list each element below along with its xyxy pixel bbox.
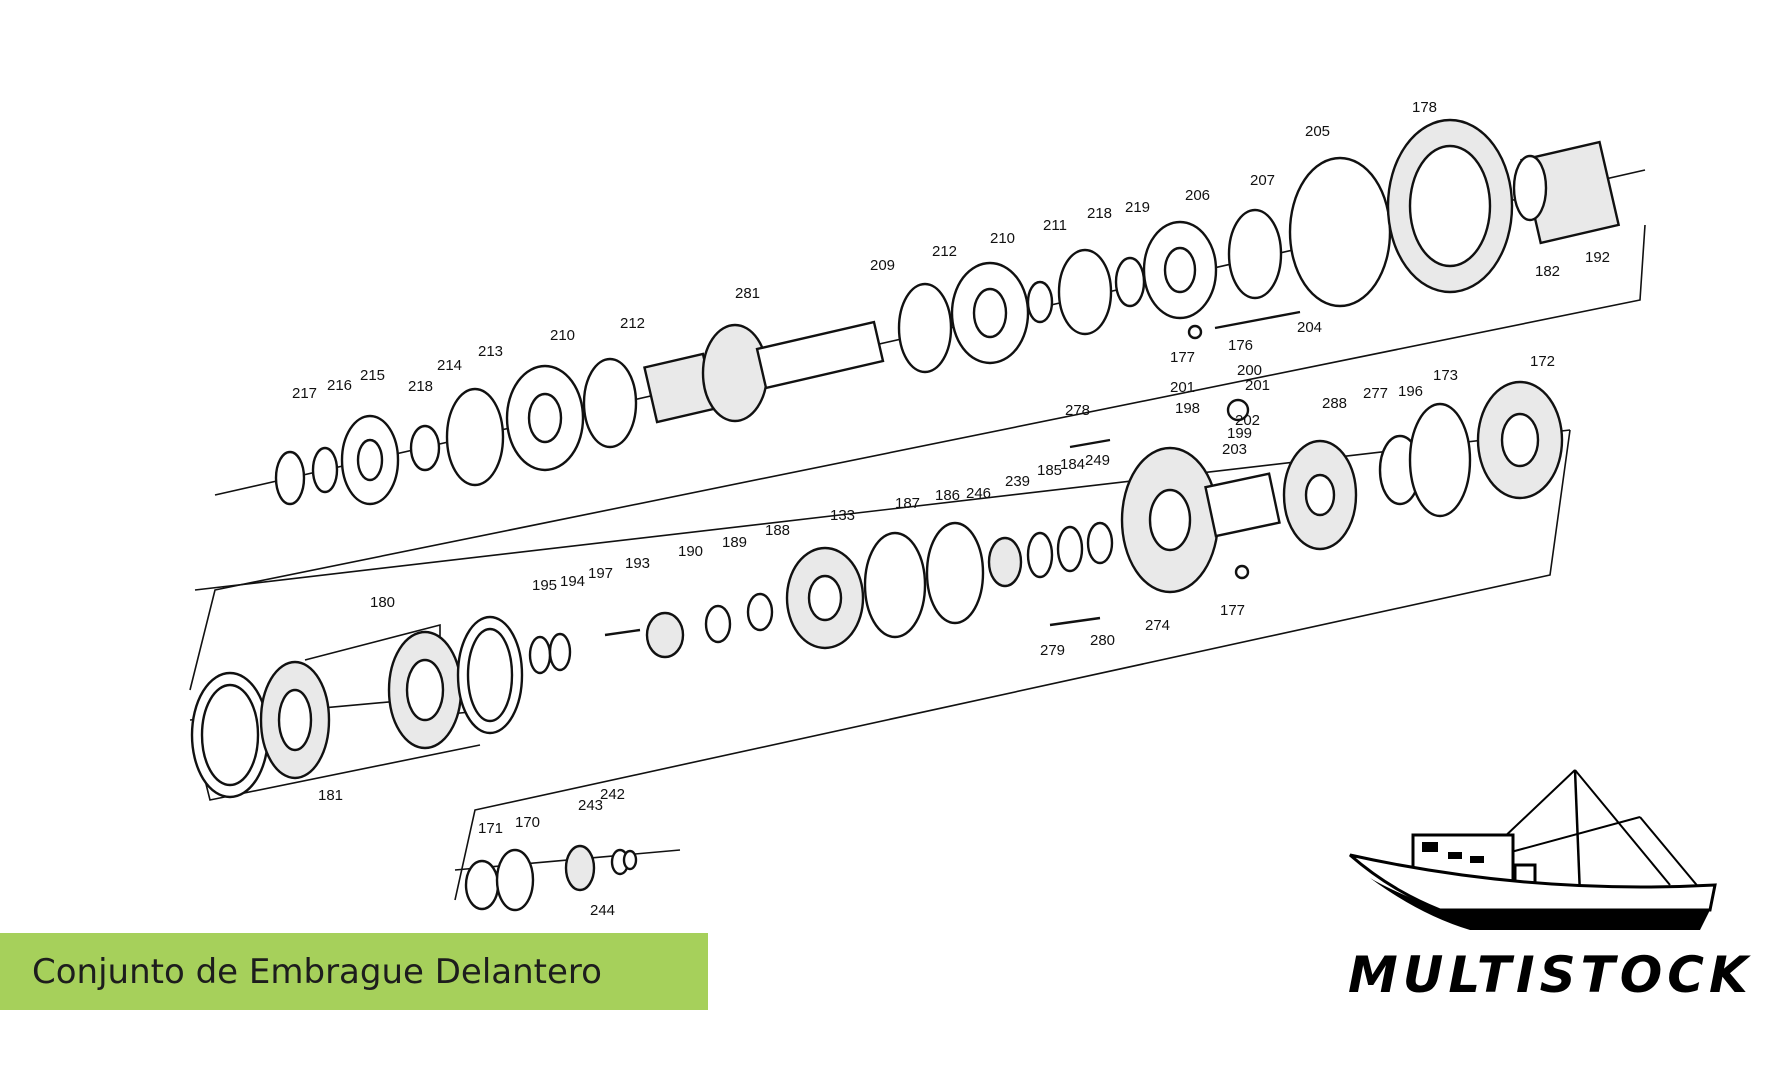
callout-label: 180 [370,594,395,611]
callout-label: 190 [678,543,703,560]
callout-label: 199 [1227,425,1252,442]
callout-label: 172 [1530,353,1555,370]
callout-label: 202 [1235,412,1260,429]
callout-label: 188 [765,522,790,539]
callout-label: 217 [292,385,317,402]
caption-banner: Conjunto de Embrague Delantero [0,933,708,1010]
row3-parts [190,615,524,799]
callout-label: 185 [1037,462,1062,479]
row3-callouts: 180 181 [318,594,395,804]
callout-label: 211 [1043,217,1067,234]
callout-label: 209 [870,257,895,274]
callout-label: 177 [1220,602,1245,619]
callout-label: 200 [1237,362,1262,379]
callout-label: 281 [735,285,760,302]
callout-label: 219 [1125,199,1150,216]
callout-label: 278 [1065,402,1090,419]
callout-label: 181 [318,787,343,804]
callout-label: 218 [1087,205,1112,222]
callout-label: 173 [1433,367,1458,384]
callout-label: 182 [1535,263,1560,280]
callout-label: 195 [532,577,557,594]
callout-label: 205 [1305,123,1330,140]
callout-label: 194 [560,573,585,590]
callout-label: 210 [550,327,575,344]
callout-label: 201 [1245,377,1270,394]
callout-label: 246 [966,485,991,502]
caption-text: Conjunto de Embrague Delantero [32,951,602,992]
callout-label: 178 [1412,99,1437,116]
callout-label: 212 [620,315,645,332]
callout-label: 243 [578,797,603,814]
callout-label: 288 [1322,395,1347,412]
callout-label: 214 [437,357,462,374]
brand-name: MULTISTOCK [1348,946,1753,1004]
callout-label: 279 [1040,642,1065,659]
row1-callouts: 217 216 215 218 214 213 210 212 281 209 … [292,99,1610,402]
row1-parts [274,118,1621,506]
fishing-boat-icon [1349,769,1717,930]
callout-label: 213 [478,343,503,360]
callout-label: 170 [515,814,540,831]
callout-label: 187 [895,495,920,512]
callout-label: 274 [1145,617,1170,634]
row2-parts [528,380,1564,675]
callout-label: 216 [327,377,352,394]
brand-logo: MULTISTOCK [1330,760,1753,1010]
callout-label: 280 [1090,632,1115,649]
row2-callouts: 195 194 197 193 190 189 188 133 187 186 … [532,353,1555,659]
callout-label: 218 [408,378,433,395]
callout-label: 133 [830,507,855,524]
callout-label: 249 [1085,452,1110,469]
callout-label: 198 [1175,400,1200,417]
callout-label: 171 [478,820,503,837]
row4-parts [464,844,638,912]
callout-label: 184 [1060,456,1085,473]
callout-label: 244 [590,902,615,919]
callout-label: 176 [1228,337,1253,354]
callout-label: 207 [1250,172,1275,189]
callout-label: 177 [1170,349,1195,366]
callout-label: 201 [1170,379,1195,396]
callout-label: 212 [932,243,957,260]
callout-label: 242 [600,786,625,803]
callout-label: 186 [935,487,960,504]
callout-label: 203 [1222,441,1247,458]
callout-label: 215 [360,367,385,384]
callout-label: 210 [990,230,1015,247]
row4-callouts: 171 170 243 242 244 [478,786,625,919]
callout-label: 277 [1363,385,1388,402]
callout-label: 192 [1585,249,1610,266]
callout-label: 196 [1398,383,1423,400]
callout-label: 204 [1297,319,1322,336]
callout-label: 206 [1185,187,1210,204]
callout-label: 193 [625,555,650,572]
callout-label: 197 [588,565,613,582]
callout-label: 189 [722,534,747,551]
callout-label: 239 [1005,473,1030,490]
